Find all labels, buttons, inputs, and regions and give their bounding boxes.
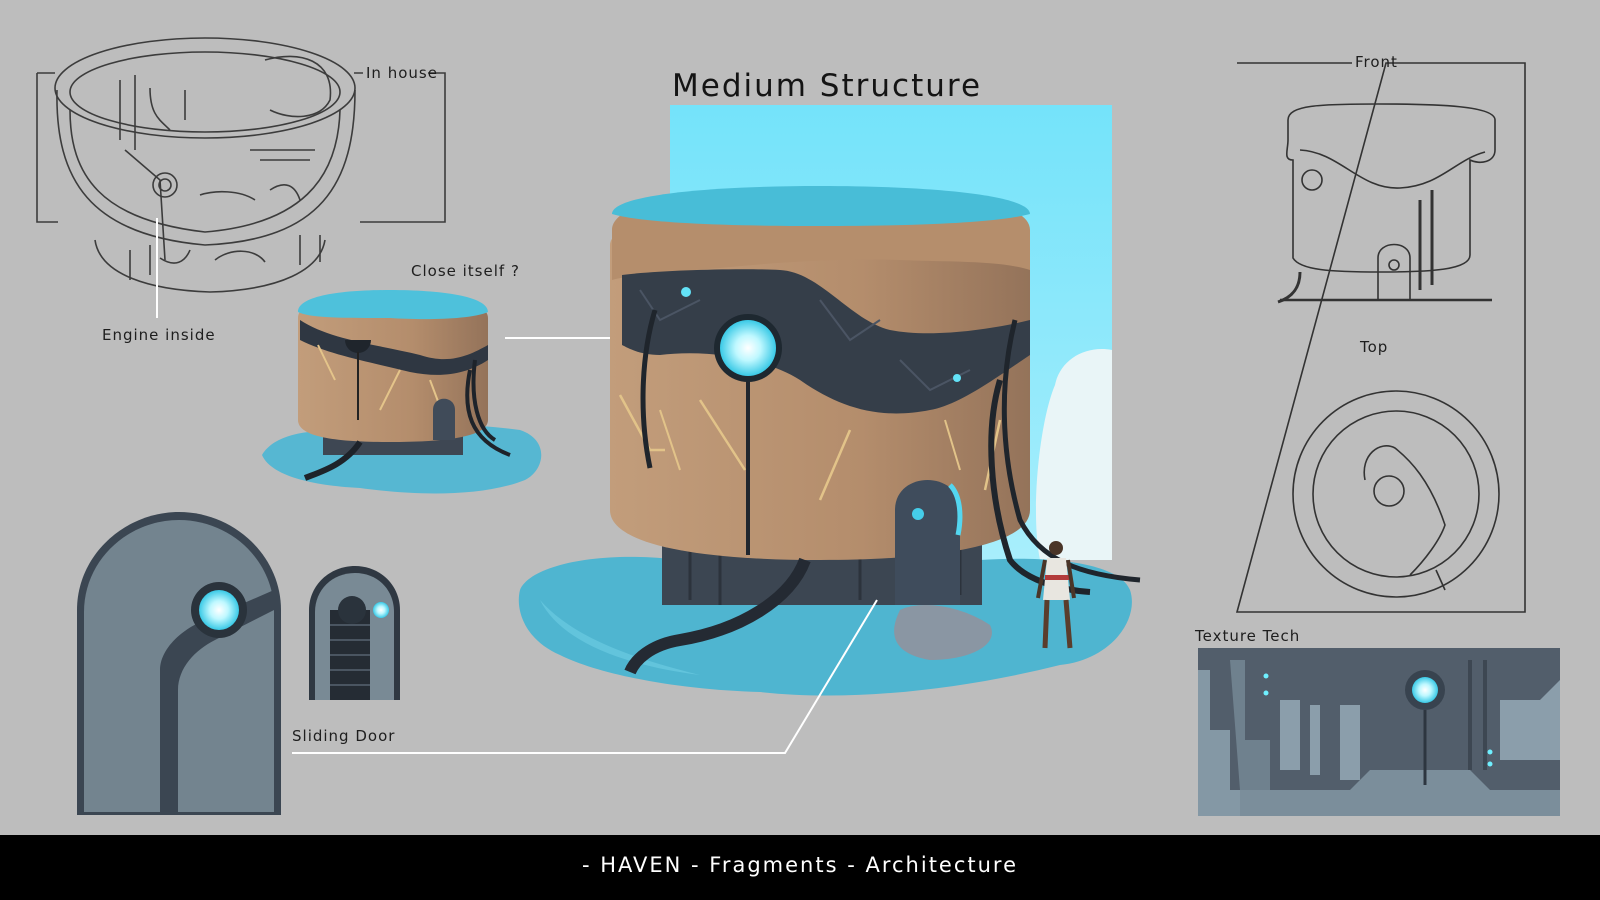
in-house-sketch bbox=[36, 37, 446, 293]
footer-bar: - HAVEN - Fragments - Architecture bbox=[0, 835, 1600, 900]
sliding-door-small bbox=[309, 566, 400, 700]
label-texture-tech: Texture Tech bbox=[1195, 627, 1301, 645]
front-top-sketch bbox=[1235, 62, 1526, 613]
small-structure bbox=[262, 290, 542, 494]
character-figure bbox=[1036, 541, 1076, 649]
label-close-itself: Close itself ? bbox=[411, 262, 520, 280]
label-top: Top bbox=[1360, 338, 1389, 356]
texture-tech-panel bbox=[1198, 648, 1560, 816]
concept-art-sheet: Medium Structure In house Engine inside … bbox=[36, 37, 1560, 816]
label-in-house: In house bbox=[366, 64, 438, 82]
label-engine-inside: Engine inside bbox=[102, 326, 216, 344]
label-sliding-door: Sliding Door bbox=[292, 727, 396, 745]
sliding-door-large bbox=[77, 512, 281, 815]
main-structure bbox=[518, 105, 1141, 696]
label-front: Front bbox=[1355, 53, 1398, 71]
footer-caption: - HAVEN - Fragments - Architecture bbox=[581, 853, 1019, 877]
door-leader-line bbox=[292, 599, 878, 754]
illustration-canvas bbox=[36, 37, 1560, 816]
page-title: Medium Structure bbox=[672, 68, 983, 104]
